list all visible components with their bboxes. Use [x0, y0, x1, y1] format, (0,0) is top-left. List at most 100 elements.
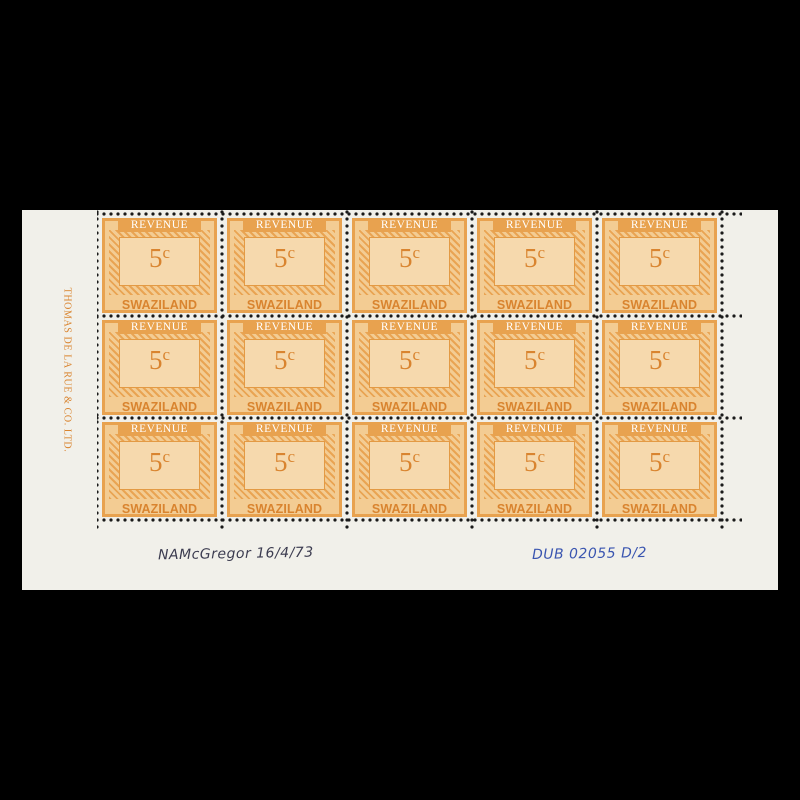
perforation-hole [220, 266, 224, 270]
perforation-hole [595, 315, 599, 319]
stamp-bottom-band [606, 501, 713, 514]
perforation-hole [345, 308, 349, 312]
perforation-hole [368, 314, 372, 318]
perforation-hole [494, 518, 498, 522]
perforation-hole [536, 518, 540, 522]
stamp-revenue-label: REVENUE [505, 423, 564, 435]
perforation-hole [438, 314, 442, 318]
stamp-value-unit: c [412, 447, 421, 466]
perforation-hole [220, 490, 224, 494]
perforation-hole [470, 371, 474, 375]
perforation-hole [470, 406, 474, 410]
perforation-hole [683, 212, 687, 216]
perforation-hole [725, 416, 729, 420]
perforation-hole [543, 314, 547, 318]
perforation-hole [470, 301, 474, 305]
perforation-hole [345, 420, 349, 424]
perforation-hole [97, 525, 99, 529]
stamp-value-number: 5 [398, 243, 413, 273]
perforation-hole [470, 266, 474, 270]
perforation-hole [220, 343, 224, 347]
stamp-bottom-band [481, 501, 588, 514]
perforation-hole [550, 518, 554, 522]
perforation-hole [144, 416, 148, 420]
stamp-value-number: 5 [648, 447, 663, 477]
perforation-hole [221, 416, 225, 420]
perforation-hole [452, 212, 456, 216]
perforation-hole [220, 224, 224, 228]
perforation-hole [186, 212, 190, 216]
perforation-hole [470, 434, 474, 438]
perforation-hole [228, 416, 232, 420]
perforation-hole [470, 329, 474, 333]
perforation-hole [345, 329, 349, 333]
perforation-hole [172, 314, 176, 318]
perforation-hole [473, 314, 477, 318]
perforation-hole [470, 357, 474, 361]
perforation-hole [571, 314, 575, 318]
perforation-hole [452, 416, 456, 420]
perforation-hole [585, 212, 589, 216]
perforation-hole [595, 476, 599, 480]
perforation-hole [220, 294, 224, 298]
stamp-top-band [243, 424, 326, 436]
perforation-hole [595, 273, 599, 277]
perforation-hole [445, 518, 449, 522]
perforation-hole [718, 212, 722, 216]
perforation-hole [470, 287, 474, 291]
perforation-hole [470, 231, 474, 235]
perforation-hole [220, 448, 224, 452]
perforation-hole [97, 336, 99, 340]
perforation-hole [220, 406, 224, 410]
perforation-hole [711, 416, 715, 420]
perforation-hole [536, 212, 540, 216]
perforation-hole [97, 392, 99, 396]
perforation-hole [97, 434, 99, 438]
perforation-hole [207, 212, 211, 216]
perforation-hole [470, 427, 474, 431]
perforation-hole [480, 314, 484, 318]
perforation-hole [389, 416, 393, 420]
perforation-hole [720, 455, 724, 459]
perforation-hole [470, 469, 474, 473]
perforation-hole [431, 416, 435, 420]
perforation-hole [361, 212, 365, 216]
perforation-hole [720, 301, 724, 305]
perforation-hole [720, 504, 724, 508]
perforation-hole [130, 314, 134, 318]
perforation-hole [470, 315, 474, 319]
perforation-hole [312, 518, 316, 522]
perforation-hole [720, 469, 724, 473]
perforation-hole [186, 518, 190, 522]
perforation-hole [410, 416, 414, 420]
perforation-hole [220, 518, 224, 522]
perforation-hole [151, 314, 155, 318]
perforation-hole [200, 518, 204, 522]
perforation-hole [690, 518, 694, 522]
perforation-hole [711, 212, 715, 216]
stamp-country-label: SWAZILAND [246, 400, 323, 414]
perforation-hole [97, 314, 99, 318]
perforation-hole [200, 212, 204, 216]
perforation-hole [345, 252, 349, 256]
perforation-hole [720, 245, 724, 249]
perforation-hole [116, 314, 120, 318]
perforation-hole [529, 416, 533, 420]
perforation-hole [97, 455, 99, 459]
stamp-revenue-label: REVENUE [255, 423, 314, 435]
stamp-revenue-label: REVENUE [380, 423, 439, 435]
perforation-hole [697, 518, 701, 522]
stamp-revenue-label: REVENUE [630, 219, 689, 231]
perforation-hole [220, 245, 224, 249]
perforation-hole [165, 416, 169, 420]
perforation-hole [97, 238, 99, 242]
perforation-hole [473, 518, 477, 522]
perforation-hole [97, 224, 99, 228]
perforation-hole [396, 416, 400, 420]
stamp-top-band [118, 322, 201, 334]
stamp-center [244, 237, 325, 286]
perforation-hole [137, 212, 141, 216]
perforation-hole [595, 490, 599, 494]
stamp-center [244, 339, 325, 388]
perforation-hole [595, 294, 599, 298]
